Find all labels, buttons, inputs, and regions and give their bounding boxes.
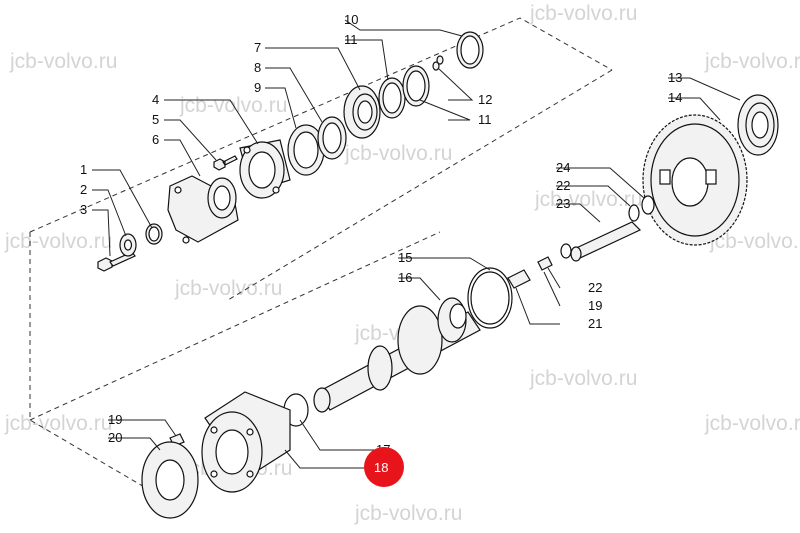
- snap-ring-hole: [406, 70, 426, 102]
- watermark-text: jcb-volvo.ru: [9, 50, 117, 73]
- hub-part: [201, 391, 291, 493]
- watermark-text: jcb-volvo.ru: [534, 188, 642, 211]
- group-outline-lower: [29, 231, 441, 421]
- ring-part: [641, 195, 655, 215]
- retaining-ring-hole: [460, 35, 480, 65]
- ring-part: [628, 204, 640, 222]
- callout-4: 4: [152, 92, 159, 107]
- watermark-text: jcb-volvo.ru: [354, 502, 462, 525]
- highlighted-part-marker[interactable]: 18: [364, 447, 404, 487]
- callout-10: 10: [344, 12, 358, 27]
- callout-3: 3: [80, 202, 87, 217]
- callout-24: 24: [556, 160, 570, 175]
- snap-ring-hole: [382, 82, 402, 114]
- gear-bearing-part: [737, 94, 779, 156]
- callout-12: 12: [478, 92, 492, 107]
- o-ring-hole: [322, 122, 342, 154]
- watermark-text: jcb-volvo.ru: [704, 50, 800, 73]
- watermark-text: jcb-volvo.ru: [4, 412, 112, 435]
- seal-ring-hole: [148, 226, 160, 242]
- callout-2: 2: [80, 182, 87, 197]
- flange-housing-part: [239, 139, 291, 199]
- shaft-pin-part: [570, 221, 642, 262]
- screw-part: [213, 155, 238, 171]
- group-outline-top: [29, 17, 613, 233]
- callout-19-right: 19: [588, 298, 602, 313]
- callout-labels: 1 2 3 4 5 6 7 8 9 10 11 12 11 13 14 24 2…: [80, 12, 682, 457]
- ring-part: [560, 243, 572, 259]
- callout-18[interactable]: 18: [374, 460, 388, 475]
- pin-part: [432, 61, 440, 71]
- thrust-plate-part: [141, 441, 199, 519]
- oil-seal-hole: [293, 131, 319, 169]
- bearing-part: [343, 85, 381, 139]
- watermark-text: jcb-volvo.ru: [709, 230, 800, 253]
- pin-part: [436, 55, 444, 65]
- highlight-circle[interactable]: [364, 447, 404, 487]
- callout-15: 15: [398, 250, 412, 265]
- callout-20: 20: [108, 430, 122, 445]
- callout-5: 5: [152, 112, 159, 127]
- callout-1: 1: [80, 162, 87, 177]
- yoke-part: [167, 175, 239, 244]
- washer-hole: [123, 239, 133, 251]
- watermark-text: jcb-volvo.ru: [174, 277, 282, 300]
- callout-13: 13: [668, 70, 682, 85]
- callout-22-bottom: 22: [588, 280, 602, 295]
- spring-part: [537, 256, 553, 271]
- callout-8: 8: [254, 60, 261, 75]
- plug-part: [507, 269, 531, 289]
- callout-7: 7: [254, 40, 261, 55]
- callout-22-top: 22: [556, 178, 570, 193]
- leader-lines: [92, 19, 741, 469]
- callout-16: 16: [398, 270, 412, 285]
- callout-6: 6: [152, 132, 159, 147]
- group-outline-mid: [227, 69, 613, 301]
- watermark-text: jcb-volvo.ru: [344, 142, 452, 165]
- watermark-text: jcb-volvo.ru: [704, 412, 800, 435]
- main-shaft-part: [313, 297, 481, 413]
- watermark-text: jcb-volvo.ru: [4, 230, 112, 253]
- watermark-text: jcb-volvo.ru: [529, 367, 637, 390]
- watermark-text: jcb-volvo.ru: [529, 2, 637, 25]
- group-outline-left: [29, 232, 176, 506]
- callout-19-left: 19: [108, 412, 122, 427]
- callout-11-bottom: 11: [478, 112, 492, 127]
- callout-9: 9: [254, 80, 261, 95]
- o-ring-large-inner: [470, 271, 510, 325]
- callout-23: 23: [556, 196, 570, 211]
- gear-part: [642, 114, 748, 246]
- callout-14: 14: [668, 90, 682, 105]
- callout-11-top: 11: [344, 32, 358, 47]
- callout-21: 21: [588, 316, 602, 331]
